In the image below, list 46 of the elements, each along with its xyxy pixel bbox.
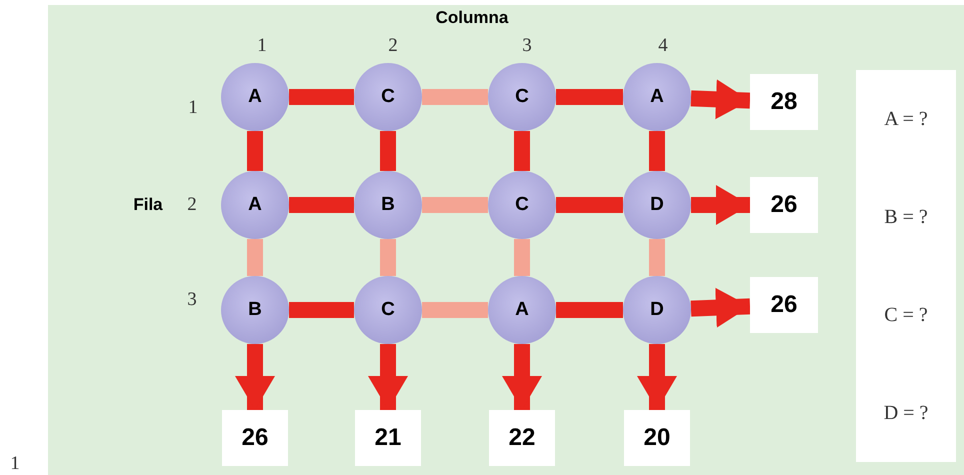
result-box: 28 [750,74,818,130]
page-number: 1 [10,453,20,475]
connector-bar [556,302,623,318]
connector-bar [289,302,354,318]
arrow [691,185,750,225]
equation-text: D = ? [884,402,928,424]
result-box: 26 [750,277,818,333]
equation-text: C = ? [884,304,928,326]
column-number: 4 [658,35,668,57]
connector-bar [289,197,354,213]
axis-title: Fila [133,195,163,215]
connector-bar [649,239,665,276]
connector-bar [422,302,488,318]
arrow [690,288,750,328]
column-number: 3 [522,35,532,57]
result-box: 21 [355,410,421,466]
connector-bar [247,239,263,276]
connector-bar [422,197,488,213]
connector-bar [649,131,665,171]
connector-bar [422,89,488,105]
result-box: 26 [750,177,818,233]
connector-bar [556,197,623,213]
arrow [637,344,677,410]
result-box: 22 [489,410,555,466]
row-number: 2 [187,194,197,216]
arrow [368,344,408,410]
arrow [502,344,542,410]
connector-bar [289,89,354,105]
equation-text: A = ? [884,108,928,130]
arrow [690,79,750,120]
column-number: 1 [257,35,267,57]
arrow [235,344,275,410]
column-number: 2 [388,35,398,57]
connector-bar [247,131,263,171]
result-box: 20 [624,410,690,466]
result-box: 26 [222,410,288,466]
connector-bar [556,89,623,105]
connector-bar [380,239,396,276]
connector-bar [514,239,530,276]
equation-text: B = ? [884,206,928,228]
row-number: 1 [188,97,198,119]
connector-bar [514,131,530,171]
row-number: 3 [187,289,197,311]
axis-title: Columna [436,8,508,28]
answer-panel [856,70,956,462]
connector-bar [380,131,396,171]
